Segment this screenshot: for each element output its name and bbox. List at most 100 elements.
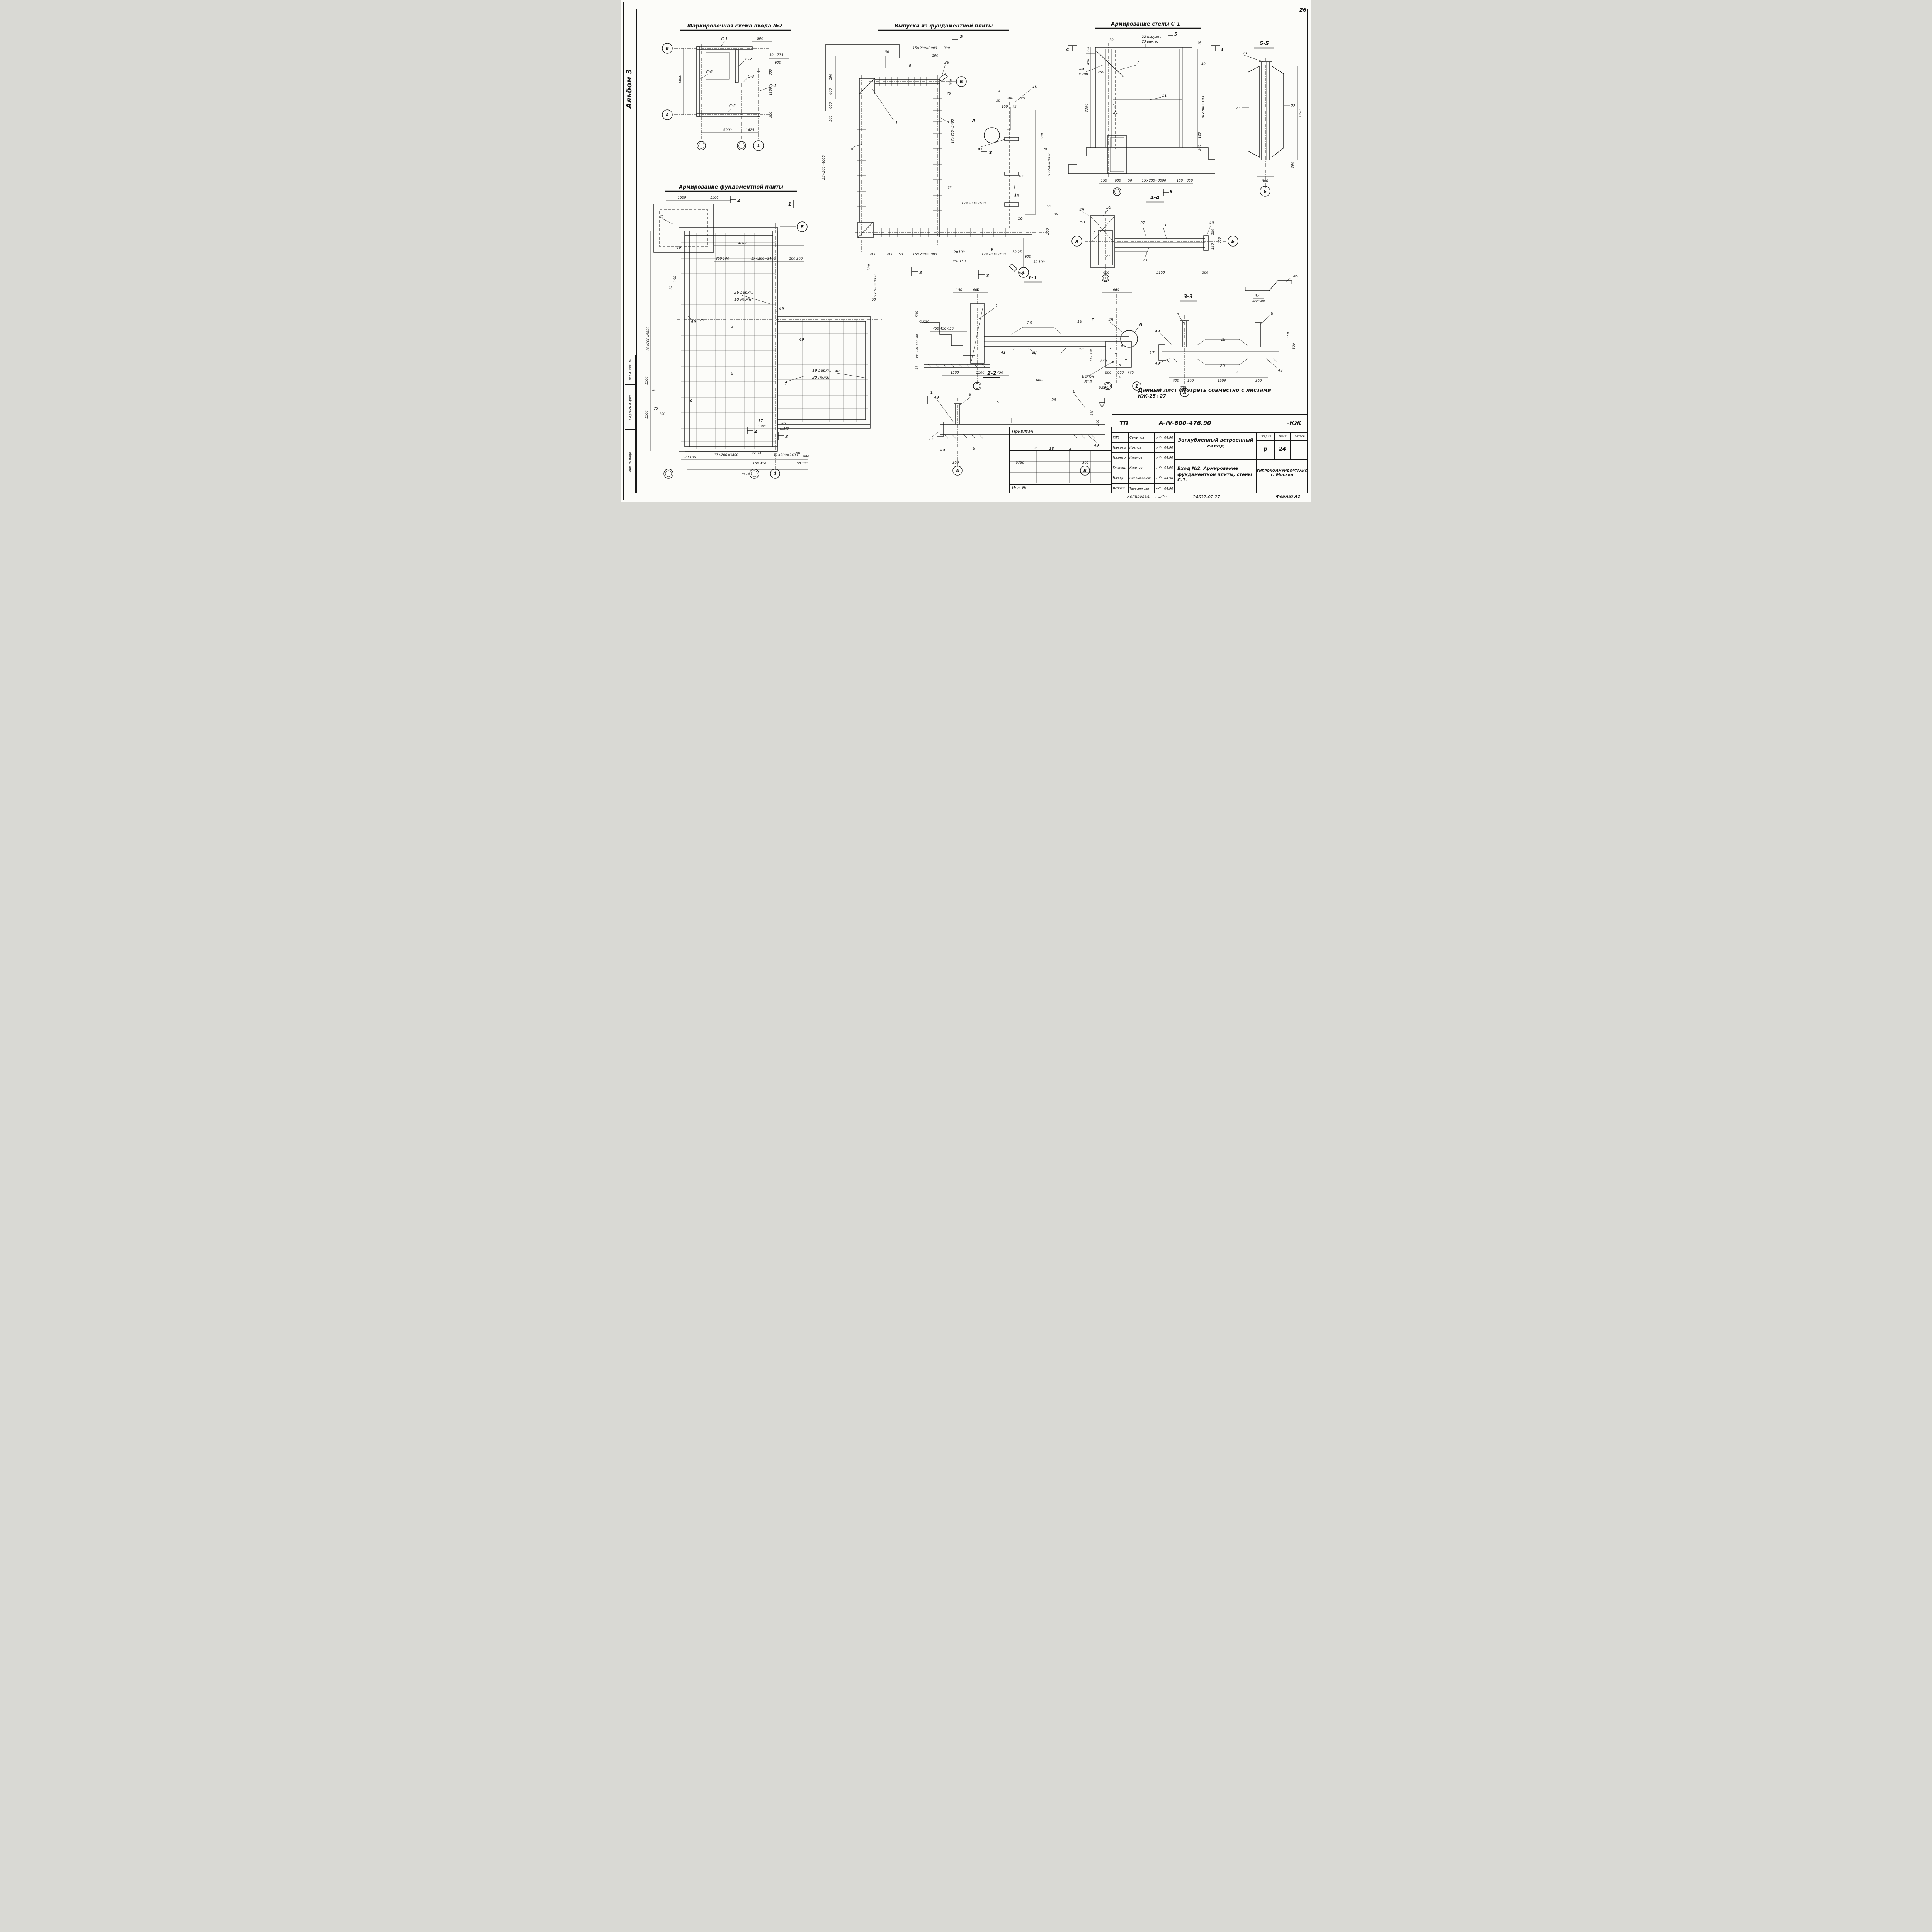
dim-label: 17×200=3400 xyxy=(714,453,738,457)
dim-label: 7575 xyxy=(741,473,750,476)
bar-mark-label: 40 xyxy=(1209,221,1214,225)
section-marker-label: 2 xyxy=(737,198,740,203)
label-leaders xyxy=(662,218,867,382)
bar-mark-label: 6 xyxy=(1013,347,1015,352)
marking-axis-lines xyxy=(674,44,772,139)
bar-mark-label: 7 xyxy=(1236,370,1239,374)
wall-c1-panel: Армирование стены С-1 2 11 21 22 наружн.… xyxy=(1049,19,1231,197)
bar-mark-label: 19 xyxy=(1221,338,1226,342)
sig-signature xyxy=(1155,433,1163,443)
vypuski-panel: Выпуски из фундаментной плиты 2 xyxy=(816,21,1083,284)
bent-bar xyxy=(1245,278,1292,291)
axis-label: 1 xyxy=(757,143,760,148)
axis-label: А xyxy=(1075,239,1079,244)
bar-mark-label: 6 xyxy=(690,399,692,403)
dim-label: 100 xyxy=(1052,213,1058,216)
dim-label: 330 330 xyxy=(1089,349,1093,361)
dim-label: 17×200=3400 xyxy=(951,119,955,143)
sig-date: 04.90 xyxy=(1163,453,1175,463)
dim-label: 9×200=1800 xyxy=(874,274,878,297)
dim-label: 300 xyxy=(757,37,763,41)
date-label: 04.90 xyxy=(1164,466,1173,469)
bar-mark-label: 50 xyxy=(1080,220,1085,224)
dim-label: 70 xyxy=(1198,41,1202,45)
axis-label: 1 xyxy=(1135,384,1138,389)
name-label: Смольянинова xyxy=(1129,476,1152,480)
outlet-node xyxy=(984,102,1019,230)
dim-label: 75 xyxy=(1012,105,1017,109)
organization-name: ГИПРОКОММУНДОРТРАНС xyxy=(1257,469,1307,473)
bar-mark-label: ш.200 xyxy=(780,427,789,430)
sheet-task-cell: Вход №2. Армирование фундаментной плиты,… xyxy=(1175,460,1257,493)
bar-mark-label: 49 xyxy=(1079,67,1084,71)
sig-date: 04.90 xyxy=(1163,473,1175,483)
section-geometry xyxy=(1158,315,1279,387)
section-title: 1-1 xyxy=(1028,275,1037,281)
date-label: 04.90 xyxy=(1164,446,1173,449)
section-marker xyxy=(978,270,985,279)
bar-mark-label: 39 xyxy=(1019,272,1024,276)
section-marker-label: 5 xyxy=(1170,189,1173,194)
bar-mark-label: 49 xyxy=(1094,444,1099,448)
bar-mark-label: шаг 500 xyxy=(1252,299,1265,303)
list-header-label: Лист xyxy=(1278,435,1287,438)
bar-mark-label: 8 xyxy=(1177,312,1179,316)
bar-mark-label: 23 xyxy=(1236,106,1241,111)
dim-label: 150 xyxy=(1211,243,1215,250)
dim-label: 50 xyxy=(872,298,876,302)
dim-label: 300 xyxy=(769,112,773,118)
dim-label: 300 xyxy=(1292,343,1296,349)
project-title-line1: Заглубленный встроенный xyxy=(1178,437,1253,443)
bar-mark-label: 43 xyxy=(1014,194,1019,198)
dim-label: 660 xyxy=(1117,371,1124,375)
dim-label: 200 xyxy=(1180,386,1186,390)
dim-label: 100 xyxy=(829,74,833,80)
dim-label: 50 25 xyxy=(1012,250,1022,254)
dim-label: 1500 xyxy=(710,196,719,200)
dim-label: 12×200=2400 xyxy=(961,202,986,206)
bar-mark-label: 7 xyxy=(1091,318,1094,322)
doc-type: ТП xyxy=(1119,420,1128,427)
bar-mark-label: 49 xyxy=(1155,362,1160,366)
album-label-box: Альбом 3 xyxy=(622,58,636,120)
dim-label: 3150 xyxy=(1156,271,1165,275)
dim-label: 150 xyxy=(673,276,677,282)
section-5-5-panel: 5-5 11 23 22 3390 300 300 Б xyxy=(1226,37,1309,199)
dim-label: 600 xyxy=(887,253,893,257)
wall-elevation xyxy=(1068,43,1215,178)
bar-mark-label: 4 xyxy=(1034,447,1037,451)
bar-mark-label: 2 xyxy=(1137,61,1139,65)
elevation-label: -5.690 xyxy=(919,320,929,324)
sig-name: Тарасенкова xyxy=(1128,483,1155,493)
sig-name: Козлов xyxy=(1128,443,1155,453)
dim-label: 600 xyxy=(1103,271,1109,275)
list-value-label: 24 xyxy=(1279,446,1286,452)
dim-label: 6000 xyxy=(1036,379,1044,383)
bar-mark-label: 8 xyxy=(909,64,911,68)
section-marker-label: 2 xyxy=(919,270,922,275)
dim-label: 600 xyxy=(775,61,781,65)
section-marker-label: 5 xyxy=(1174,32,1177,37)
dim-label: 50 xyxy=(1044,148,1048,151)
dim-label: 300 xyxy=(1291,162,1295,168)
label-leaders xyxy=(1086,44,1162,109)
bar-mark-label: 23 xyxy=(1143,258,1148,262)
album-label: Альбом 3 xyxy=(625,69,633,109)
dim-label: 50 xyxy=(1046,205,1051,209)
name-label: Климов xyxy=(1129,456,1143,460)
section-marker xyxy=(747,427,753,434)
name-label: Козлов xyxy=(1129,446,1142,450)
bar-mark-label: 4 xyxy=(731,325,733,330)
bar-mark-label: 7 xyxy=(784,382,787,386)
dim-label: 12×200=2400 xyxy=(981,253,1006,257)
bar-mark-label: 19 верхн. xyxy=(812,369,832,373)
slab-step-outline xyxy=(825,44,1036,215)
dim-label: 300 xyxy=(1096,420,1100,426)
dim-label: 600 xyxy=(1113,288,1119,292)
axis-label: Б xyxy=(1231,239,1235,244)
dim-label: 600 xyxy=(973,288,979,292)
vypuski-title: Выпуски из фундаментной плиты xyxy=(895,23,993,29)
bar-mark-label: 49 xyxy=(799,338,804,342)
bar-mark-label: 49 xyxy=(934,396,939,400)
sheet-task-line2: фундаментной плиты, стены С-1. xyxy=(1177,472,1252,483)
